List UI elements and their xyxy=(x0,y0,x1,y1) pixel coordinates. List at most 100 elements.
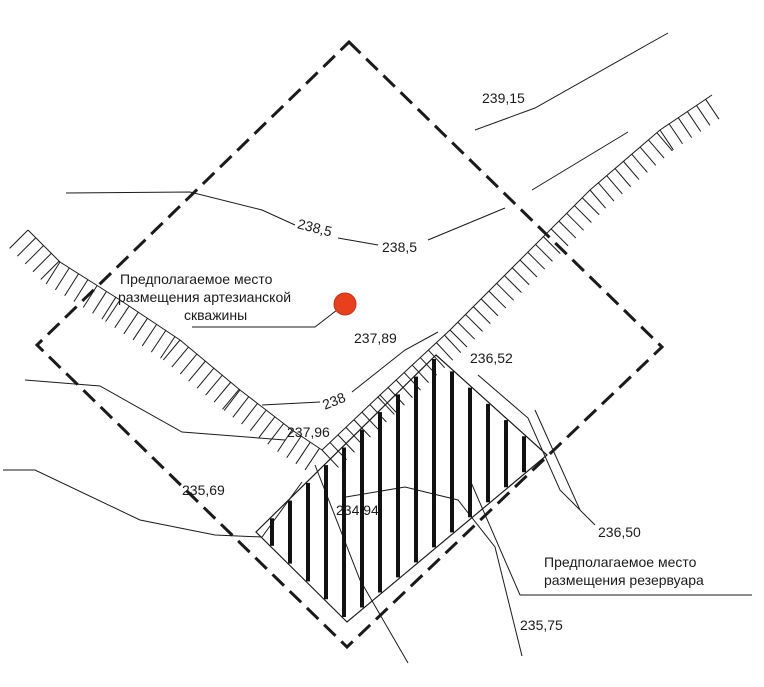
slope-tick xyxy=(614,168,632,188)
elevation-2385-contour: 238,5 xyxy=(296,216,334,240)
slope-tick xyxy=(24,245,44,265)
well-label-line2: размещения артезианской xyxy=(118,289,291,305)
reservoir-label-line1: Предполагаемое место xyxy=(544,554,697,570)
slope-tick xyxy=(705,99,720,120)
slope-tick xyxy=(535,244,553,262)
slope-tick xyxy=(623,161,640,180)
slope-hatching xyxy=(9,94,720,471)
slope-tick xyxy=(232,396,250,418)
slope-tick xyxy=(188,360,206,382)
slope-tick xyxy=(606,175,623,195)
slope-tick xyxy=(550,228,569,247)
slope-tick xyxy=(123,311,139,335)
slope-tick xyxy=(361,411,379,430)
slope-tick xyxy=(241,403,258,425)
slope-tick xyxy=(574,205,592,223)
contour-line-2385-left xyxy=(65,191,296,226)
slope-tick xyxy=(597,182,615,202)
slope-tick xyxy=(82,285,98,308)
slope-tick xyxy=(631,153,648,173)
contour-lines xyxy=(3,32,752,664)
slope-tick xyxy=(114,305,130,329)
elevation-23569: 235,69 xyxy=(182,482,225,498)
slope-tick xyxy=(258,416,276,438)
slope-tick xyxy=(504,275,522,293)
reservoir-label-line2: размещения резервуара xyxy=(544,572,704,588)
slope-tick xyxy=(472,306,491,324)
slope-tick xyxy=(45,261,61,285)
annotation-labels: Предполагаемое место размещения артезиан… xyxy=(118,271,704,588)
slope-tick xyxy=(395,379,413,398)
well-marker xyxy=(333,292,357,316)
contour-line-238-left xyxy=(261,401,321,406)
slope-tick xyxy=(581,197,600,216)
elevation-23652: 236,52 xyxy=(470,350,513,366)
elevation-23494: 234,94 xyxy=(336,502,379,518)
slope-tick xyxy=(656,132,673,152)
contour-line-2385-mid xyxy=(337,237,379,246)
slope-tick xyxy=(54,267,70,291)
slope-tick xyxy=(286,435,302,459)
reservoir-stripes xyxy=(270,358,526,618)
slope-tick xyxy=(542,236,561,254)
slope-tick xyxy=(267,423,284,445)
slope-tick xyxy=(496,282,514,301)
elevation-labels: 239,15 238,5 238,5 237,89 238 236,52 237… xyxy=(182,90,641,633)
reservoir-area xyxy=(255,354,548,623)
contour-line-238-right xyxy=(351,331,439,393)
slope-tick xyxy=(589,189,606,209)
slope-tick xyxy=(465,314,483,332)
contour-line-mid-reservoir xyxy=(345,486,523,657)
slope-tick xyxy=(64,273,80,297)
leader-reservoir xyxy=(469,479,752,596)
elevation-2385: 238,5 xyxy=(382,239,417,255)
slope-tick xyxy=(171,346,189,368)
slope-tick xyxy=(40,260,60,280)
slope-tick xyxy=(457,321,476,340)
slope-tick xyxy=(105,299,121,322)
slope-tick xyxy=(668,123,683,145)
slope-tick xyxy=(141,324,158,347)
slope-tick xyxy=(249,409,267,432)
contour-line-23915 xyxy=(474,32,669,131)
contour-line-2385-right xyxy=(427,207,506,241)
slope-tick xyxy=(223,389,241,411)
slope-tick xyxy=(9,229,29,249)
contour-line-23650 xyxy=(534,409,581,511)
slope-tick xyxy=(436,342,454,361)
leader-well xyxy=(192,309,338,328)
slope-tick xyxy=(639,146,657,166)
slope-tick xyxy=(379,394,397,413)
slope-tick xyxy=(353,419,371,438)
contour-line-23796 xyxy=(24,379,286,441)
elevation-23796: 237,96 xyxy=(287,424,330,440)
slope-tick xyxy=(566,212,584,231)
slope-tick xyxy=(696,105,711,126)
slope-tick xyxy=(686,111,702,132)
slope-tick xyxy=(17,237,37,257)
slope-tick xyxy=(488,290,507,309)
slope-tick xyxy=(304,448,320,471)
slope-tick xyxy=(558,220,577,239)
slope-tick xyxy=(377,396,395,415)
slope-tick xyxy=(277,429,293,452)
slope-tick xyxy=(213,381,232,403)
slope-tick xyxy=(527,251,546,270)
slope-tick xyxy=(444,334,462,354)
elevation-23915: 239,15 xyxy=(482,90,525,106)
slope-ticks-left xyxy=(9,229,320,471)
slope-tick xyxy=(160,336,176,359)
slope-tick xyxy=(222,388,240,410)
slope-tick xyxy=(519,259,538,278)
slope-tick xyxy=(150,330,167,353)
contour-line-23569 xyxy=(3,469,303,538)
elevation-238-contour: 238 xyxy=(320,389,348,413)
slope-tick xyxy=(295,441,311,465)
slope-tick xyxy=(449,329,468,348)
slope-tick xyxy=(32,252,52,273)
slope-tick xyxy=(659,129,674,151)
contour-line-upper-right xyxy=(531,131,629,191)
slope-tick xyxy=(648,139,665,159)
slope-tick xyxy=(196,367,215,389)
contour-line-23652 xyxy=(477,374,596,526)
